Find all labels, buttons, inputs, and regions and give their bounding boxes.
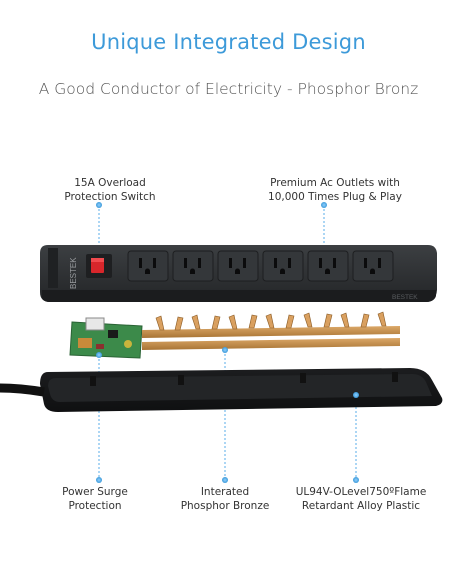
strip-base-housing: [40, 368, 443, 412]
callout-overload-line1: 15A Overload: [74, 177, 146, 189]
callout-bronze-line1: Interated: [200, 486, 250, 498]
subheadline: A Good Conductor of Electricity - Phosph…: [38, 80, 419, 98]
callout-outlets-line1: Premium Ac Outlets with: [270, 177, 400, 189]
outlets: [127, 250, 394, 282]
brand-logo-side: BESTEK: [392, 294, 418, 301]
outlet-icon: [262, 250, 304, 282]
outlet-icon: [307, 250, 349, 282]
headline: Unique Integrated Design: [91, 30, 366, 54]
callout-overload-line2: Protection Switch: [64, 191, 156, 203]
callout-plastic: UL94V-OLevel750ºFlame Retardant Alloy Pl…: [286, 485, 436, 513]
callout-outlets: Premium Ac Outlets with 10,000 Times Plu…: [250, 176, 420, 204]
outlet-icon: [352, 250, 394, 282]
rocker-switch-icon: [86, 254, 112, 278]
circuit-board-icon: [69, 317, 143, 359]
power-cord-icon: [0, 383, 45, 397]
outlet-icon: [127, 250, 169, 282]
callout-bronze: Interated Phosphor Bronze: [170, 485, 280, 513]
brand-logo-vertical: BESTEK: [69, 257, 78, 289]
callout-surge: Power Surge Protection: [50, 485, 140, 513]
callout-surge-line1: Power Surge: [62, 486, 128, 498]
callout-plastic-line2: Retardant Alloy Plastic: [301, 500, 421, 512]
callout-surge-line2: Protection: [68, 500, 122, 512]
callout-dots: [96, 202, 359, 483]
outlet-icon: [217, 250, 259, 282]
callout-bronze-line2: Phosphor Bronze: [180, 500, 270, 512]
callout-plastic-line1: UL94V-OLevel750ºFlame: [295, 486, 427, 498]
bronze-bar-icon: [142, 311, 400, 350]
callout-outlets-line2: 10,000 Times Plug & Play: [268, 191, 402, 203]
callout-overload-switch: 15A Overload Protection Switch: [55, 176, 165, 204]
outlet-icon: [172, 250, 214, 282]
